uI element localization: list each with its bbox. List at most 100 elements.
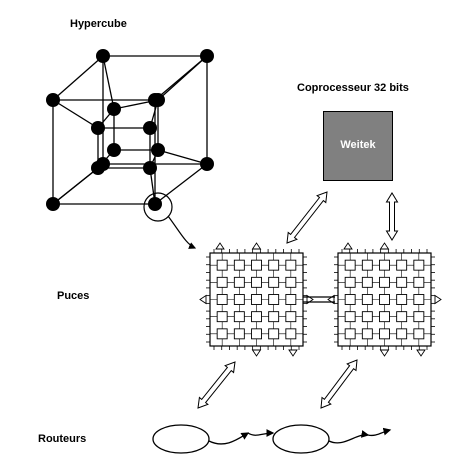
chip-cell (413, 276, 425, 288)
chip-cell (344, 276, 356, 288)
chip-cell (216, 276, 228, 288)
chip-cell (285, 294, 297, 305)
chip-cell (268, 294, 280, 305)
small-io-arrow (416, 349, 426, 357)
chip-cell (379, 276, 390, 288)
chip-cell (216, 294, 228, 305)
router-ellipse (272, 424, 330, 454)
chip-cell (396, 294, 408, 305)
coprocessor-box-label: Weitek (340, 139, 376, 151)
chip-cell (413, 311, 425, 323)
chip-cell (396, 276, 408, 288)
chip-cell (361, 311, 373, 323)
small-io-arrow (379, 242, 390, 250)
routers (152, 424, 392, 454)
chip-cell (379, 328, 390, 340)
router-link (208, 432, 250, 445)
hypercube-node (91, 161, 105, 175)
chip-cell (233, 259, 245, 271)
router-ellipse (152, 424, 210, 454)
coprocessor-box: Weitek (323, 111, 393, 181)
hypercube-node (151, 143, 165, 157)
chip-cell (344, 259, 356, 271)
small-io-arrow (434, 294, 442, 305)
small-io-arrow (379, 349, 390, 357)
chip-cell (413, 328, 425, 340)
processor-chip (199, 242, 314, 357)
chip-cell (216, 328, 228, 340)
chip-cell (344, 311, 356, 323)
chip-cell (268, 259, 280, 271)
chip-cell (233, 328, 245, 340)
small-io-arrow (199, 294, 207, 305)
hypercube-node (143, 121, 157, 135)
chip-cell (361, 328, 373, 340)
hypercube-node (151, 93, 165, 107)
chip-cell (361, 276, 373, 288)
processor-chip (327, 242, 442, 357)
chip-cell (379, 294, 390, 305)
chip-link (303, 296, 335, 303)
chip-cell (361, 294, 373, 305)
hypercube-node (107, 143, 121, 157)
hypercube-graph (52, 55, 208, 205)
small-io-arrow (288, 349, 298, 357)
chip-cell (396, 328, 408, 340)
chip-cell (216, 311, 228, 323)
chip-cell (251, 276, 262, 288)
hypercube-node (46, 93, 60, 107)
chip-cell (285, 328, 297, 340)
chip-cell (413, 259, 425, 271)
chip-cell (396, 259, 408, 271)
highlight-ring (143, 192, 173, 222)
routers-label: Routeurs (38, 433, 87, 445)
coprocessor-label: Coprocesseur 32 bits (297, 82, 409, 94)
chip-cell (233, 294, 245, 305)
hypercube-node (107, 102, 121, 116)
chip-cell (233, 311, 245, 323)
hypercube-node (200, 157, 214, 171)
chip-cell (285, 311, 297, 323)
chip-cell (251, 328, 262, 340)
double-headed-arrow (286, 191, 328, 244)
hypercube-nodes (46, 49, 214, 211)
chip-cell (268, 328, 280, 340)
small-io-arrow (215, 242, 225, 250)
hypercube-node (46, 197, 60, 211)
double-headed-arrow (320, 359, 358, 409)
router-link (367, 427, 392, 437)
hypercube-node (148, 197, 162, 211)
chip-cell (285, 276, 297, 288)
chip-cell (251, 259, 262, 271)
chip-cell (344, 328, 356, 340)
chip-cell (251, 311, 262, 323)
chip-cell (251, 294, 262, 305)
small-io-arrow (343, 242, 353, 250)
double-headed-arrow (385, 192, 399, 241)
pointer-arrow (167, 215, 197, 249)
chip-cell (413, 294, 425, 305)
chip-cell (268, 311, 280, 323)
small-io-arrow (251, 349, 262, 357)
chip-cell (344, 294, 356, 305)
chip-cell (379, 311, 390, 323)
chip-cell (216, 259, 228, 271)
small-io-arrow (251, 242, 262, 250)
router-link (247, 429, 275, 437)
processor-chips (199, 242, 442, 357)
hypercube-node (200, 49, 214, 63)
chip-cell (396, 311, 408, 323)
chip-cell (268, 276, 280, 288)
hypercube-node (96, 49, 110, 63)
chips-label: Puces (57, 290, 90, 302)
chip-cell (285, 259, 297, 271)
hypercube-label: Hypercube (70, 18, 127, 30)
chip-cell (361, 259, 373, 271)
chip-cell (233, 276, 245, 288)
data-path-arrows (197, 191, 399, 409)
hypercube-node (143, 161, 157, 175)
router-link (328, 430, 370, 444)
double-headed-arrow (197, 361, 236, 409)
chip-cell (379, 259, 390, 271)
